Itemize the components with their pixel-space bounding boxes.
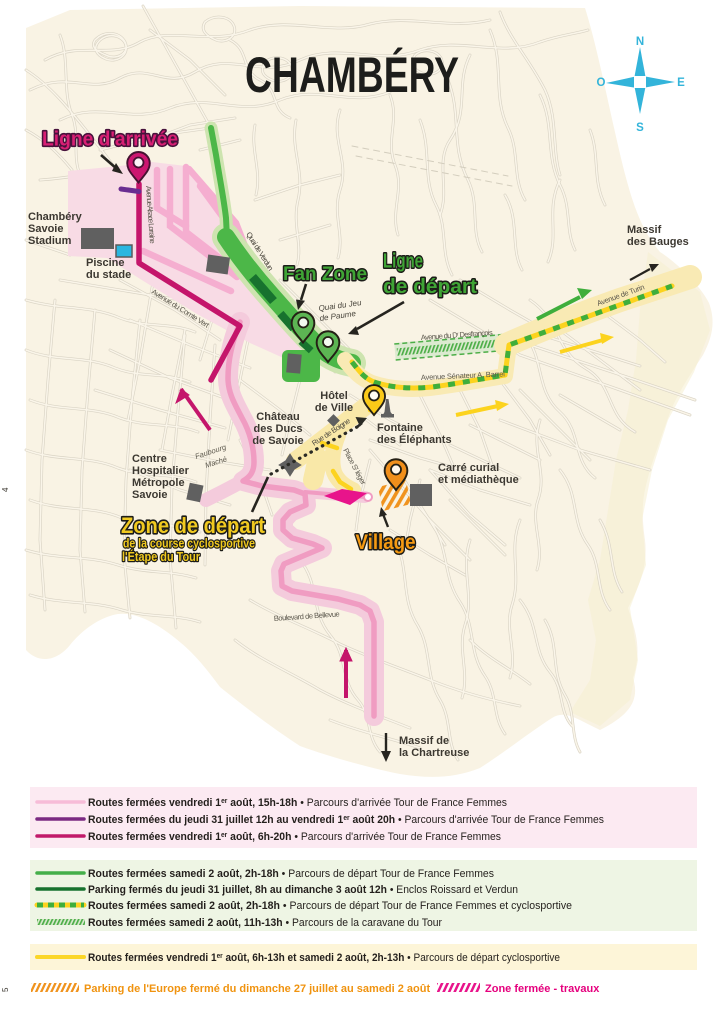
svg-text:Carré curial: Carré curial xyxy=(438,462,499,474)
svg-text:Stadium: Stadium xyxy=(28,235,72,247)
svg-text:CHAMBÉRY: CHAMBÉRY xyxy=(245,47,459,103)
svg-text:Routes fermées du jeudi 31 jui: Routes fermées du jeudi 31 juillet 12h a… xyxy=(88,814,604,826)
svg-text:Château: Château xyxy=(256,411,299,423)
svg-text:Chambéry: Chambéry xyxy=(28,211,83,223)
svg-text:de la course cyclosportive: de la course cyclosportive xyxy=(123,537,255,551)
svg-text:de départ: de départ xyxy=(383,276,477,298)
svg-text:S: S xyxy=(636,122,644,134)
svg-text:Ligne d'arrivée: Ligne d'arrivée xyxy=(42,128,178,151)
svg-text:du stade: du stade xyxy=(86,269,131,281)
svg-text:5: 5 xyxy=(1,987,10,992)
svg-text:Routes fermées samedi 2 août,: Routes fermées samedi 2 août, 2h-18h • P… xyxy=(88,868,494,880)
svg-text:Village: Village xyxy=(356,531,416,554)
svg-text:de Ville: de Ville xyxy=(315,402,353,414)
svg-text:Routes fermées samedi 2 août,: Routes fermées samedi 2 août, 11h-13h • … xyxy=(88,917,442,929)
svg-text:Massif de: Massif de xyxy=(399,735,449,747)
svg-text:Routes fermées samedi 2 août,: Routes fermées samedi 2 août, 2h-18h • P… xyxy=(88,900,572,912)
svg-text:Avenue Alsace Lorraine: Avenue Alsace Lorraine xyxy=(144,186,157,244)
svg-text:de Savoie: de Savoie xyxy=(252,435,303,447)
svg-text:Savoie: Savoie xyxy=(132,489,167,501)
svg-text:N: N xyxy=(636,36,644,48)
svg-text:Ligne: Ligne xyxy=(383,251,423,273)
svg-text:Hospitalier: Hospitalier xyxy=(132,465,190,477)
svg-text:Fan Zone: Fan Zone xyxy=(283,264,367,285)
svg-text:et médiathèque: et médiathèque xyxy=(438,474,519,486)
svg-text:Centre: Centre xyxy=(132,453,167,465)
svg-text:O: O xyxy=(597,77,606,89)
svg-text:Hôtel: Hôtel xyxy=(320,390,348,402)
svg-text:Routes fermées vendredi 1er ao: Routes fermées vendredi 1er août, 15h-18… xyxy=(88,797,507,809)
svg-text:Parking fermés du jeudi 31 jui: Parking fermés du jeudi 31 juillet, 8h a… xyxy=(88,884,518,896)
svg-text:la Chartreuse: la Chartreuse xyxy=(399,747,469,759)
svg-text:Routes fermées vendredi 1er ao: Routes fermées vendredi 1er août, 6h-13h… xyxy=(88,952,560,964)
svg-text:l'Étape du Tour: l'Étape du Tour xyxy=(122,549,200,564)
svg-text:Zone de départ: Zone de départ xyxy=(121,513,266,538)
svg-text:Savoie: Savoie xyxy=(28,223,63,235)
svg-text:E: E xyxy=(677,77,685,89)
svg-text:Zone fermée - travaux: Zone fermée - travaux xyxy=(485,983,600,995)
svg-text:Parking de l'Europe fermé du d: Parking de l'Europe fermé du dimanche 27… xyxy=(84,983,430,995)
svg-text:des Ducs: des Ducs xyxy=(254,423,303,435)
svg-text:Métropole: Métropole xyxy=(132,477,185,489)
svg-text:4: 4 xyxy=(1,487,10,492)
svg-text:Avenue Sénateur A. Barrel: Avenue Sénateur A. Barrel xyxy=(421,369,506,382)
svg-text:Massif: Massif xyxy=(627,224,662,236)
svg-text:Piscine: Piscine xyxy=(86,257,125,269)
svg-text:Routes fermées vendredi 1er ao: Routes fermées vendredi 1er août, 6h-20h… xyxy=(88,831,501,843)
svg-text:des Bauges: des Bauges xyxy=(627,236,689,248)
svg-text:Fontaine: Fontaine xyxy=(377,422,423,434)
svg-text:des Éléphants: des Éléphants xyxy=(377,433,452,446)
